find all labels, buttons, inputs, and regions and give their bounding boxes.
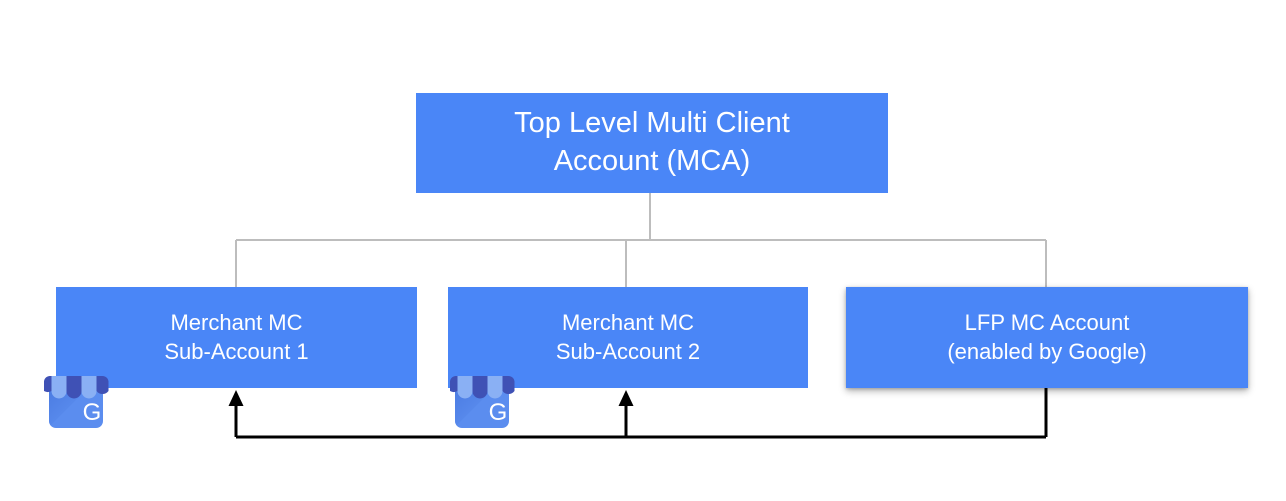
awning-stripe-2 <box>472 376 488 399</box>
arrowhead-sub1 <box>228 390 244 406</box>
storefront-shadow <box>455 390 492 427</box>
awning-stripe-3 <box>487 376 503 399</box>
node-top-level-mca-label: Top Level Multi Client Account (MCA) <box>514 107 790 177</box>
awning-stripe-1 <box>457 376 473 399</box>
arrowhead-group <box>228 390 634 406</box>
awning-stripe-4 <box>96 376 109 394</box>
svg-text:G: G <box>489 399 508 426</box>
node-merchant-mc-sub-account-1[interactable]: Merchant MC Sub-Account 1 <box>56 287 417 388</box>
awning-stripe-4 <box>502 376 515 394</box>
node-merchant-mc-sub-account-2[interactable]: Merchant MC Sub-Account 2 <box>448 287 808 388</box>
letter-g-glyph: G <box>489 399 508 426</box>
tree-connector-group <box>234 193 1048 288</box>
awning-stripe-1 <box>51 376 67 399</box>
svg-text:G: G <box>83 399 102 426</box>
storefront-shadow <box>49 390 86 427</box>
node-top-level-mca[interactable]: Top Level Multi Client Account (MCA) <box>416 93 888 193</box>
letter-g-glyph: G <box>83 399 102 426</box>
node-lfp-mc-account[interactable]: LFP MC Account (enabled by Google) <box>846 287 1248 388</box>
node-merchant-mc-sub-account-2-label: Merchant MC Sub-Account 2 <box>555 309 701 364</box>
arrow-connector-group <box>234 388 1048 439</box>
awning-stripe-0 <box>449 376 458 393</box>
google-business-profile-icon: G <box>43 376 109 428</box>
awning-stripe-2 <box>66 376 82 399</box>
awning-stripe-0 <box>43 376 52 393</box>
awning-stripe-3 <box>81 376 97 399</box>
google-business-profile-icon: G <box>449 376 515 428</box>
node-merchant-mc-sub-account-1-label: Merchant MC Sub-Account 1 <box>164 309 309 364</box>
arrowhead-sub2 <box>618 390 634 406</box>
node-lfp-mc-account-label: LFP MC Account (enabled by Google) <box>947 309 1147 364</box>
